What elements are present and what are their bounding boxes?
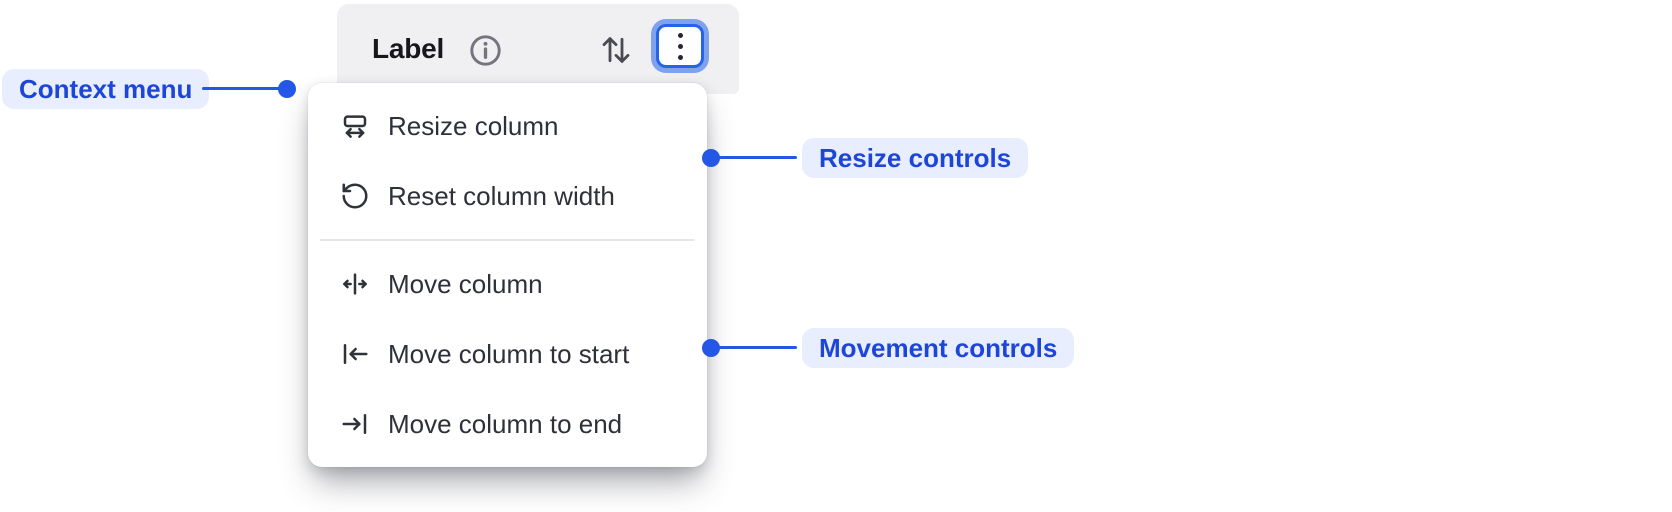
table-column-header: Label (337, 4, 739, 94)
menu-item-move-column[interactable]: Move column (308, 249, 707, 319)
menu-item-label: Move column (388, 268, 543, 299)
info-icon[interactable] (468, 33, 503, 68)
menu-item-move-column-to-end[interactable]: Move column to end (308, 389, 707, 459)
annotation-pill-resize-controls: Resize controls (802, 138, 1029, 178)
menu-item-label: Move column to end (388, 408, 623, 439)
move-column-to-start-icon (340, 339, 370, 369)
annotation-pill-movement-controls: Movement controls (802, 328, 1075, 368)
connector-line-movement-controls (711, 346, 797, 349)
menu-divider (320, 239, 694, 241)
column-menu-button[interactable] (656, 24, 704, 68)
move-column-to-end-icon (340, 409, 370, 439)
menu-item-label: Reset column width (388, 180, 615, 211)
move-column-icon (340, 269, 370, 299)
reset-column-width-icon (340, 181, 370, 211)
connector-dot-context-menu (278, 80, 296, 98)
annotation-pill-context-menu: Context menu (2, 69, 210, 109)
sort-icon[interactable] (600, 34, 632, 66)
connector-line-context-menu (202, 87, 282, 90)
kebab-icon (677, 32, 683, 60)
connector-line-resize-controls (711, 156, 797, 159)
menu-item-resize-column[interactable]: Resize column (308, 91, 707, 161)
menu-item-label: Move column to start (388, 338, 630, 369)
menu-item-move-column-to-start[interactable]: Move column to start (308, 319, 707, 389)
context-menu: Resize column Reset column width (308, 83, 707, 467)
resize-column-icon (340, 111, 370, 141)
column-title: Label (372, 33, 445, 64)
menu-item-reset-column-width[interactable]: Reset column width (308, 161, 707, 231)
menu-item-label: Resize column (388, 110, 559, 141)
